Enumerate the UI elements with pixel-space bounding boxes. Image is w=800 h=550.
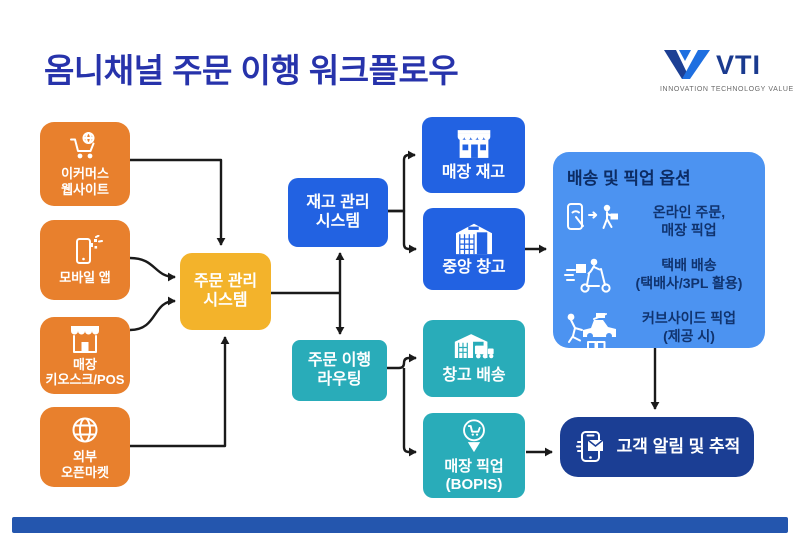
channel-label: 매장 키오스크/POS	[45, 356, 125, 387]
delivery-scooter-icon	[564, 258, 611, 293]
option-label: 커브사이드 픽업 (제공 시)	[641, 310, 737, 344]
phone-notification-icon	[575, 431, 604, 462]
connector-routing-to-store-pickup	[402, 368, 417, 457]
channel-mobile-app: 모바일 앱	[40, 220, 130, 300]
vti-logo: VTI INNOVATION TECHNOLOGY VALUE	[660, 46, 794, 93]
store-stock-node: 매장 재고	[422, 117, 525, 193]
customer-notification-tracking: 고객 알림 및 추적	[560, 417, 754, 477]
option-label: 온라인 주문, 매장 픽업	[652, 204, 726, 238]
connector-routing-to-warehouse-delivery	[387, 353, 417, 370]
cart-globe-icon	[70, 132, 95, 159]
connector-inventory-to-central-warehouse	[388, 209, 417, 254]
warehouse-icon	[456, 223, 492, 255]
channel-ecommerce-website: 이커머스 웹사이트	[40, 122, 130, 206]
phone-order-pickup-icon	[567, 202, 618, 230]
store-building-icon	[457, 129, 490, 158]
connector-ecommerce-to-oms	[130, 158, 226, 246]
channel-label: 이커머스 웹사이트	[61, 166, 109, 197]
node-label: 중앙 창고	[442, 259, 506, 277]
channel-label: 외부 오픈마켓	[61, 449, 109, 480]
store-pickup-bopis-node: 매장 픽업 (BOPIS)	[423, 413, 525, 498]
vti-logo-text: VTI	[716, 50, 761, 80]
delivery-pickup-options-panel: 배송 및 픽업 옵션 온라인 주문, 매장 픽업	[553, 152, 765, 350]
vti-logo-tagline: INNOVATION TECHNOLOGY VALUE	[660, 86, 794, 93]
warehouse-delivery-node: 창고 배송	[423, 320, 525, 397]
mobile-app-icon	[76, 234, 103, 264]
option-online-order-pickup: 온라인 주문, 매장 픽업	[563, 195, 757, 248]
connector-mobile-to-oms	[129, 256, 176, 282]
page-title: 옴니채널 주문 이행 워크플로우	[44, 52, 459, 89]
system-label: 주문 이행 라우팅	[307, 351, 372, 388]
node-label: 매장 재고	[441, 163, 506, 181]
channel-store-kiosk-pos: 매장 키오스크/POS	[40, 317, 130, 394]
channel-external-marketplace: 외부 오픈마켓	[40, 407, 130, 487]
node-label: 매장 픽업 (BOPIS)	[444, 458, 504, 493]
connector-kiosk-to-oms	[129, 296, 176, 332]
panel-header: 배송 및 픽업 옵션	[567, 169, 691, 188]
pin-cart-icon	[463, 419, 485, 453]
order-fulfillment-routing: 주문 이행 라우팅	[292, 340, 387, 401]
inventory-management-system: 재고 관리 시스템	[288, 178, 388, 247]
order-management-system: 주문 관리 시스템	[180, 253, 271, 330]
system-label: 주문 관리 시스템	[193, 272, 258, 309]
connector-inventory-to-store-stock	[388, 150, 416, 213]
node-label: 고객 알림 및 추적	[616, 436, 741, 456]
central-warehouse-node: 중앙 창고	[423, 208, 525, 290]
globe-icon	[72, 417, 98, 443]
system-label: 재고 관리 시스템	[306, 193, 370, 230]
connector-marketplace-to-oms	[130, 336, 230, 448]
option-curbside-pickup: 커브사이드 픽업 (제공 시)	[563, 301, 757, 354]
vti-logo-icon: VTI	[664, 50, 761, 80]
storefront-awning-icon	[71, 325, 99, 353]
curbside-car-icon	[567, 312, 616, 350]
channel-label: 모바일 앱	[59, 269, 111, 285]
bottom-accent-bar	[12, 517, 788, 533]
warehouse-truck-icon	[454, 334, 494, 359]
node-label: 창고 배송	[442, 367, 506, 385]
option-parcel-delivery: 택배 배송 (택배사/3PL 활용)	[563, 248, 757, 301]
option-label: 택배 배송 (택배사/3PL 활용)	[635, 257, 743, 291]
